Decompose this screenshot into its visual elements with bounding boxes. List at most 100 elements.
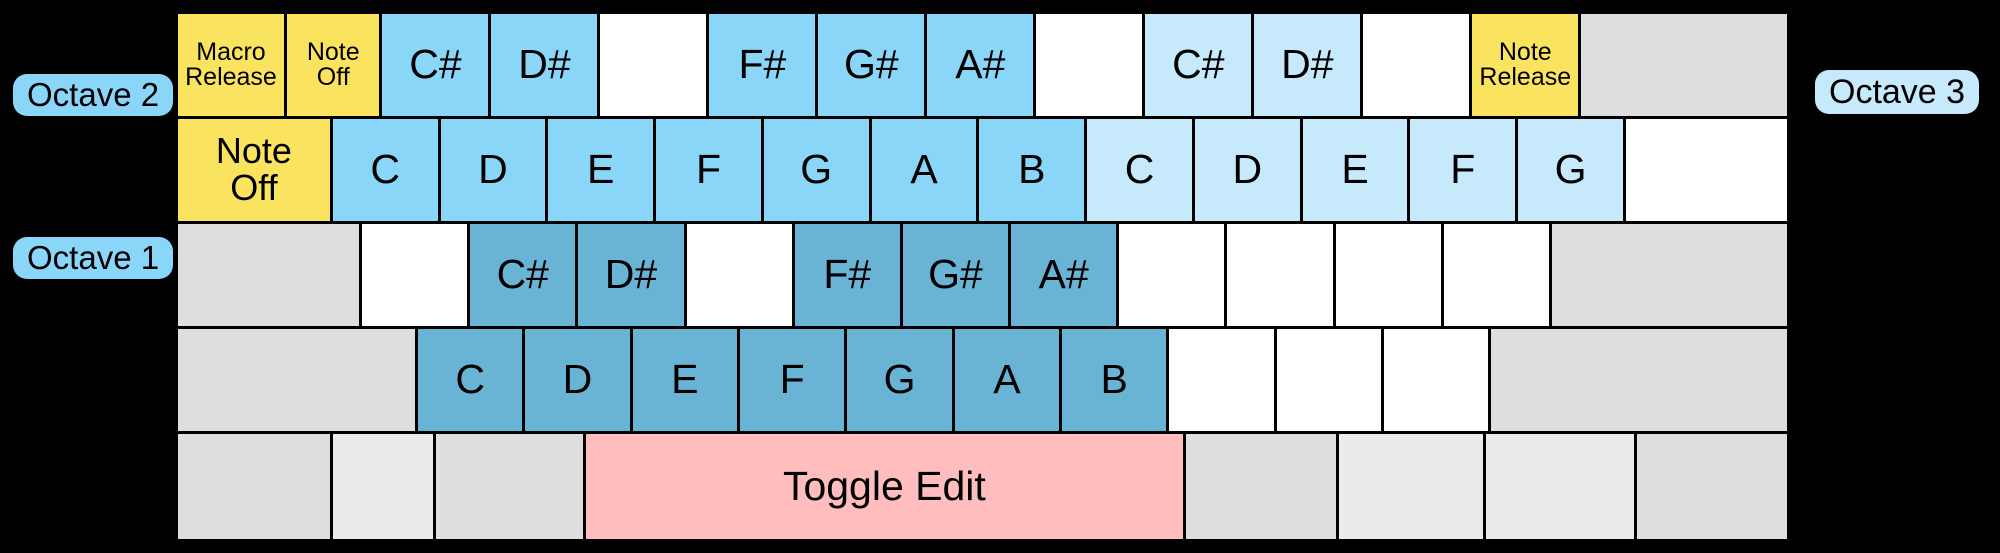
key-asdf-row-12-blank [1443, 224, 1552, 326]
key-label-line: G# [844, 41, 899, 88]
key-zxcv-row-7-a[interactable]: A [954, 329, 1063, 431]
key-label-line: Off [316, 63, 350, 91]
key-zxcv-row-10-blank [1276, 329, 1385, 431]
key-number-row-11-d-sharp[interactable]: D# [1254, 14, 1364, 116]
key-label-line: Macro [196, 37, 266, 66]
key-label-line: Release [1479, 63, 1572, 91]
key-label-line: D [478, 146, 508, 193]
key-label-line: C# [409, 41, 462, 88]
key-space-row-8-blank [1636, 434, 1787, 539]
key-label-line: D# [1281, 41, 1334, 88]
key-label-line: Note [215, 130, 292, 172]
key-zxcv-row-8-b[interactable]: B [1062, 329, 1170, 431]
key-label-line: G [883, 356, 916, 403]
keyboard-row-asdf-row: C# D# F# G# A# [178, 224, 1787, 329]
key-space-row-4-toggle-edit[interactable]: Toggle Edit [585, 434, 1186, 539]
octave-3-label: Octave 3 [1815, 70, 1980, 114]
key-label-line: C [1124, 146, 1155, 193]
key-label-line: Note [1498, 37, 1552, 66]
key-label-line: E [1341, 146, 1369, 193]
key-qwerty-row-12-f[interactable]: F [1410, 119, 1519, 221]
octave-1-label: Octave 1 [13, 237, 174, 279]
key-number-row-4-d-sharp[interactable]: D# [491, 14, 601, 116]
key-asdf-row-2-blank [362, 224, 471, 326]
key-zxcv-row-5-f[interactable]: F [740, 329, 848, 431]
key-number-row-14-blank [1581, 14, 1787, 116]
key-label-line: E [587, 146, 615, 193]
key-label-line: G [1554, 146, 1587, 193]
key-zxcv-row-12-blank [1491, 329, 1787, 431]
key-qwerty-row-7-a[interactable]: A [871, 119, 980, 221]
key-space-row-2-blank [333, 434, 436, 539]
key-asdf-row-13-blank [1551, 224, 1787, 326]
key-asdf-row-4-d-sharp[interactable]: D# [578, 224, 687, 326]
key-asdf-row-1-blank [178, 224, 363, 326]
key-label-line: A# [1038, 251, 1089, 298]
key-number-row-12-blank [1363, 14, 1473, 116]
key-number-row-6-f-sharp[interactable]: F# [709, 14, 819, 116]
key-asdf-row-9-blank [1119, 224, 1228, 326]
octave-2-label: Octave 2 [13, 74, 174, 116]
key-label-line: C# [496, 251, 549, 298]
key-qwerty-row-13-g[interactable]: G [1518, 119, 1626, 221]
key-label-line: F [779, 356, 805, 403]
key-number-row-7-g-sharp[interactable]: G# [818, 14, 928, 116]
key-label-line: D [562, 356, 593, 403]
key-space-row-1-blank [178, 434, 334, 539]
key-space-row-7-blank [1486, 434, 1637, 539]
key-zxcv-row-4-e[interactable]: E [632, 329, 740, 431]
key-label-line: D [1232, 146, 1263, 193]
key-label-line: Note [306, 37, 360, 66]
key-zxcv-row-3-d[interactable]: D [525, 329, 633, 431]
key-number-row-9-blank [1036, 14, 1146, 116]
key-asdf-row-5-blank [686, 224, 795, 326]
key-qwerty-row-14-blank [1625, 119, 1787, 221]
key-zxcv-row-1-blank [178, 329, 418, 431]
key-qwerty-row-3-d[interactable]: D [440, 119, 549, 221]
key-number-row-8-a-sharp[interactable]: A# [927, 14, 1037, 116]
keyboard-row-space-row: Toggle Edit [178, 434, 1787, 539]
key-zxcv-row-11-blank [1384, 329, 1492, 431]
key-qwerty-row-5-f[interactable]: F [656, 119, 764, 221]
key-qwerty-row-10-d[interactable]: D [1194, 119, 1303, 221]
key-asdf-row-3-c-sharp[interactable]: C# [470, 224, 579, 326]
key-number-row-3-c-sharp[interactable]: C# [382, 14, 492, 116]
key-label-line: C# [1172, 41, 1225, 88]
key-space-row-5-blank [1185, 434, 1339, 539]
key-label-line: F [1450, 146, 1476, 193]
key-asdf-row-7-g-sharp[interactable]: G# [902, 224, 1012, 326]
key-qwerty-row-2-c[interactable]: C [332, 119, 441, 221]
key-label-line: C [455, 356, 485, 403]
key-zxcv-row-2-c[interactable]: C [417, 329, 526, 431]
key-number-row-10-c-sharp[interactable]: C# [1145, 14, 1255, 116]
key-label-line: F# [738, 41, 787, 88]
key-asdf-row-6-f-sharp[interactable]: F# [794, 224, 903, 326]
key-asdf-row-8-a-sharp[interactable]: A# [1011, 224, 1120, 326]
key-qwerty-row-8-b[interactable]: B [979, 119, 1088, 221]
key-zxcv-row-9-blank [1169, 329, 1277, 431]
key-label-line: A [910, 146, 938, 193]
key-asdf-row-10-blank [1227, 224, 1336, 326]
key-label-line: F# [823, 251, 872, 298]
key-label-line: G [800, 146, 833, 193]
key-label-line: C [370, 146, 400, 193]
key-label-line: A# [955, 41, 1006, 88]
key-label-line: Toggle Edit [782, 462, 986, 509]
key-zxcv-row-6-g[interactable]: G [847, 329, 955, 431]
key-label-line: B [1100, 356, 1128, 403]
key-qwerty-row-4-e[interactable]: E [548, 119, 657, 221]
key-qwerty-row-11-e[interactable]: E [1302, 119, 1411, 221]
key-asdf-row-11-blank [1335, 224, 1444, 326]
key-label-line: D# [518, 41, 571, 88]
key-qwerty-row-9-c[interactable]: C [1087, 119, 1195, 221]
key-qwerty-row-6-g[interactable]: G [763, 119, 872, 221]
key-space-row-6-blank [1338, 434, 1487, 539]
